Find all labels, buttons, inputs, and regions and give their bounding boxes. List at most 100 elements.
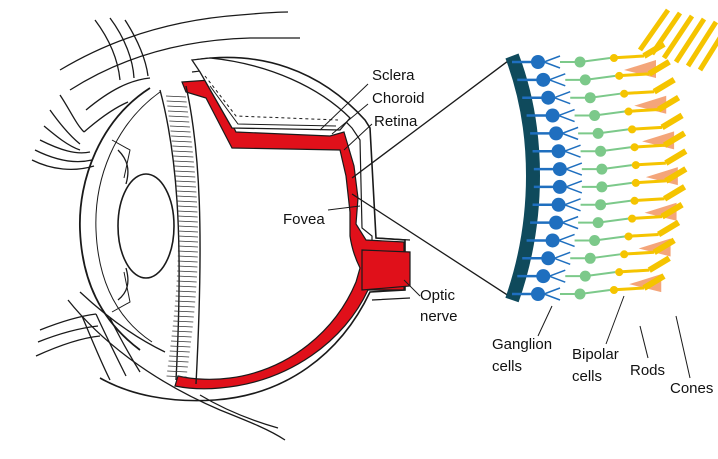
rod-body xyxy=(625,108,633,116)
ciliary-striation xyxy=(178,216,198,217)
ganglion-dendrite xyxy=(565,145,581,157)
ciliary-striation xyxy=(168,366,188,367)
ciliary-striation xyxy=(171,341,191,342)
bipolar-cell xyxy=(593,217,604,228)
eyeball xyxy=(80,58,410,401)
ciliary-striation xyxy=(175,171,195,172)
bipolar-cell xyxy=(596,181,607,192)
ganglion-cell xyxy=(553,162,567,176)
ciliary-striation xyxy=(171,131,191,132)
ciliary-striation xyxy=(173,151,193,152)
ciliary-striation xyxy=(178,236,198,237)
ciliary-striation xyxy=(177,271,197,272)
ciliary-striation xyxy=(177,206,197,207)
ganglion-cell xyxy=(552,144,566,158)
ganglion-cell xyxy=(546,233,560,247)
label-rods: Rods xyxy=(630,362,665,379)
ciliary-striation xyxy=(177,266,197,267)
ciliary-striation xyxy=(174,161,194,162)
ciliary-striation xyxy=(175,176,195,177)
rod-outer-segment xyxy=(652,13,680,54)
rod-body xyxy=(625,232,633,240)
ganglion-cell xyxy=(549,216,563,230)
rod-body xyxy=(631,143,639,151)
ciliary-striation xyxy=(177,196,197,197)
label-retina: Retina xyxy=(374,113,418,130)
rod-body xyxy=(632,161,640,169)
ciliary-striation xyxy=(174,316,194,317)
ciliary-striation xyxy=(178,241,198,242)
rod-body xyxy=(615,72,623,80)
bipolar-cell xyxy=(589,110,600,121)
ganglion-dendrite xyxy=(554,252,570,264)
ganglion-cell xyxy=(531,55,545,69)
ciliary-striation xyxy=(169,116,189,117)
ganglion-cell xyxy=(553,180,567,194)
ganglion-dendrite xyxy=(559,234,575,246)
label-optic: Optic xyxy=(420,287,456,304)
ciliary-striation xyxy=(177,211,197,212)
ciliary-striation xyxy=(167,106,187,107)
bipolar-cell xyxy=(596,164,607,175)
ciliary-striation xyxy=(172,336,192,337)
ciliary-striation xyxy=(178,261,198,262)
label-fovea: Fovea xyxy=(283,211,325,228)
rod-body xyxy=(628,215,636,223)
label-sclera: Sclera xyxy=(372,67,415,84)
ganglion-dendrite xyxy=(549,74,565,86)
bipolar-cell xyxy=(589,235,600,246)
ciliary-striation xyxy=(174,311,194,312)
label-bipolar: Bipolar xyxy=(572,346,619,363)
ciliary-striation xyxy=(177,201,197,202)
ciliary-striation xyxy=(171,136,191,137)
cell-leader-lines xyxy=(538,296,690,378)
rod-body xyxy=(610,286,618,294)
ciliary-striation xyxy=(170,126,190,127)
rod-body xyxy=(620,90,628,98)
label-cones: Cones xyxy=(670,380,713,397)
ciliary-striation xyxy=(169,356,189,357)
ganglion-cell xyxy=(536,73,550,87)
rod-body xyxy=(615,268,623,276)
rod-outer-segment xyxy=(665,187,685,199)
ciliary-striation xyxy=(176,186,196,187)
rod-outer-segment xyxy=(664,16,692,58)
bipolar-cell xyxy=(575,289,586,300)
ganglion-cell xyxy=(541,251,555,265)
bipolar-cell xyxy=(580,271,591,282)
ganglion-dendrite xyxy=(544,56,560,68)
ganglion-dendrite xyxy=(549,270,565,282)
ganglion-dendrite xyxy=(559,110,575,122)
bipolar-cell xyxy=(575,57,586,68)
bipolar-cell xyxy=(585,253,596,264)
rod-outer-segment xyxy=(649,258,669,270)
ganglion-dendrite xyxy=(562,217,578,229)
rod-outer-segment xyxy=(688,22,716,66)
ganglion-cell xyxy=(546,109,560,123)
optic-nerve xyxy=(362,250,410,290)
retina-magnified xyxy=(512,10,718,301)
retina-cells xyxy=(512,10,718,301)
ciliary-striation xyxy=(168,111,188,112)
ciliary-striation xyxy=(172,146,192,147)
bipolar-cell xyxy=(585,92,596,103)
ganglion-cell xyxy=(549,126,563,140)
label-nerve: nerve xyxy=(420,308,458,325)
ganglion-cell xyxy=(536,269,550,283)
ciliary-striation xyxy=(178,226,198,227)
ciliary-striation xyxy=(169,121,189,122)
label-bipolar-cells: cells xyxy=(572,368,602,385)
ciliary-striation xyxy=(178,256,198,257)
ganglion-dendrite xyxy=(544,288,560,300)
ciliary-striation xyxy=(173,156,193,157)
ciliary-striation xyxy=(176,191,196,192)
ciliary-striation xyxy=(172,331,192,332)
bipolar-cell xyxy=(593,128,604,139)
ganglion-dendrite xyxy=(566,181,582,193)
bipolar-cell xyxy=(595,199,606,210)
lens xyxy=(118,174,174,278)
ciliary-striation xyxy=(178,221,198,222)
ciliary-striation xyxy=(177,276,197,277)
rod-body xyxy=(620,250,628,258)
